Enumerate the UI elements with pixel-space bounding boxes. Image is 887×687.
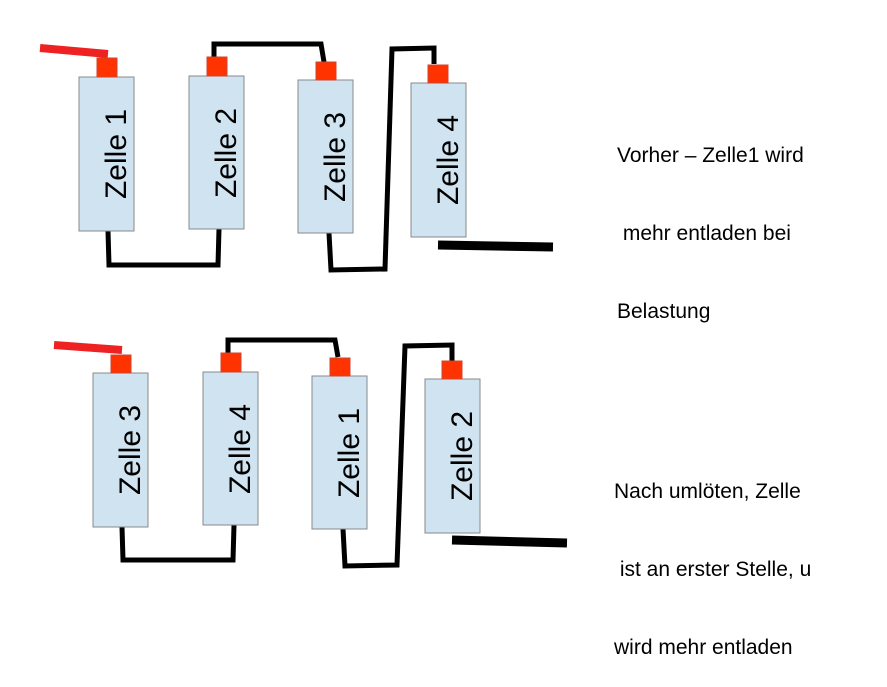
after-positive-lead <box>53 341 123 354</box>
cell: Zelle 3 <box>92 354 149 528</box>
cell-body <box>424 378 481 534</box>
cell-body <box>92 372 149 528</box>
after-diagram: Zelle 3 Zelle 4 Zelle 1 Zelle 2 <box>53 337 568 569</box>
cell-terminal <box>110 354 132 374</box>
cell-terminal <box>441 360 463 380</box>
after-wire-1-2 <box>119 524 237 563</box>
cell: Zelle 2 <box>424 360 481 534</box>
cell-label: Zelle 3 <box>114 405 147 495</box>
after-wire-3-4 <box>340 342 455 569</box>
cell-terminal <box>329 357 351 377</box>
cell-terminal <box>220 352 242 373</box>
cell-terminal <box>315 61 337 81</box>
cell-body <box>297 79 354 234</box>
caption-line: mehr entladen bei <box>617 222 791 245</box>
before-negative-lead <box>437 240 554 252</box>
cell: Zelle 3 <box>297 61 354 234</box>
cell-label: Zelle 2 <box>446 411 479 501</box>
cell-body <box>410 82 467 238</box>
cell-body <box>188 75 245 230</box>
cell: Zelle 1 <box>78 57 135 232</box>
before-wire-2-3 <box>211 41 327 63</box>
cell: Zelle 2 <box>188 56 245 230</box>
before-caption: Vorher – Zelle1 wird mehr entladen bei B… <box>617 91 832 351</box>
cell-label: Zelle 1 <box>100 109 133 199</box>
cell-terminal <box>206 56 228 77</box>
cell-label: Zelle 3 <box>319 112 352 202</box>
cell-label: Zelle 4 <box>432 115 465 205</box>
caption-line: ist an erster Stelle, u <box>614 558 812 581</box>
cell-label: Zelle 4 <box>224 404 257 494</box>
after-negative-lead <box>451 535 568 548</box>
before-diagram: Zelle 1 Zelle 2 Zelle 3 Zelle 4 <box>39 41 554 273</box>
battery-diagram: Zelle 1 Zelle 2 Zelle 3 Zelle 4 <box>39 41 568 569</box>
cell: Zelle 1 <box>311 357 368 530</box>
before-wire-1-2 <box>105 228 222 268</box>
caption-line: Vorher – Zelle1 wird <box>617 144 804 167</box>
cell-body <box>78 76 135 232</box>
cell-terminal <box>96 57 118 78</box>
cell-label: Zelle 2 <box>210 108 243 198</box>
before-wire-3-4 <box>326 45 437 273</box>
cell: Zelle 4 <box>410 64 467 238</box>
after-wire-2-3 <box>225 337 341 358</box>
cell-label: Zelle 1 <box>333 408 366 498</box>
caption-line: Belastung <box>617 300 711 323</box>
after-caption: Nach umlöten, Zelle ist an erster Stelle… <box>614 427 832 687</box>
before-positive-lead <box>39 44 109 58</box>
cell: Zelle 4 <box>202 352 259 526</box>
cell-body <box>202 371 259 526</box>
caption-line: Nach umlöten, Zelle <box>614 480 801 503</box>
cell-body <box>311 375 368 530</box>
caption-line: wird mehr entladen <box>614 636 793 659</box>
cell-terminal <box>427 64 449 84</box>
